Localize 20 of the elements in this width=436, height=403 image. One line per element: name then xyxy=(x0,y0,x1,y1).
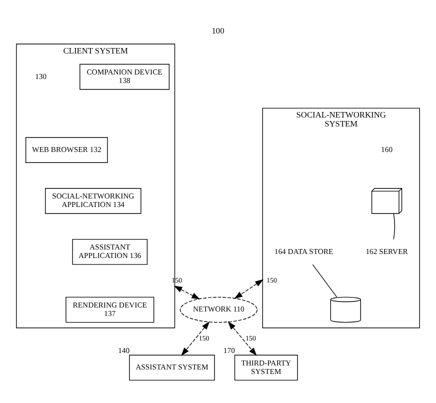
node-label: 140 xyxy=(118,345,130,354)
arrow xyxy=(234,278,264,298)
node-box: THIRD-PARTY SYSTEM xyxy=(234,354,298,380)
connector xyxy=(393,212,395,240)
node-box: COMPANION DEVICE 138 xyxy=(80,63,170,90)
arrow xyxy=(228,320,257,356)
node-ellipse: NETWORK 110 xyxy=(180,296,258,322)
node-box: RENDERING DEVICE 137 xyxy=(66,296,154,322)
node-box: ASSISTANT SYSTEM xyxy=(129,354,215,380)
node-label: 160 xyxy=(381,144,393,154)
arrow xyxy=(181,320,210,356)
node-box: WEB BROWSER 132 xyxy=(26,136,108,162)
node-label: 170 xyxy=(223,345,235,354)
arrow xyxy=(174,285,200,299)
node-text: 162 SERVER xyxy=(366,246,408,256)
node-box: SOCIAL-NETWORKING APPLICATION 134 xyxy=(45,188,142,214)
node-label: 130 xyxy=(35,71,47,80)
node-box: ASSISTANT APPLICATION 136 xyxy=(72,238,148,264)
connector xyxy=(312,264,338,297)
node-text: 164 DATA STORE xyxy=(274,246,334,256)
